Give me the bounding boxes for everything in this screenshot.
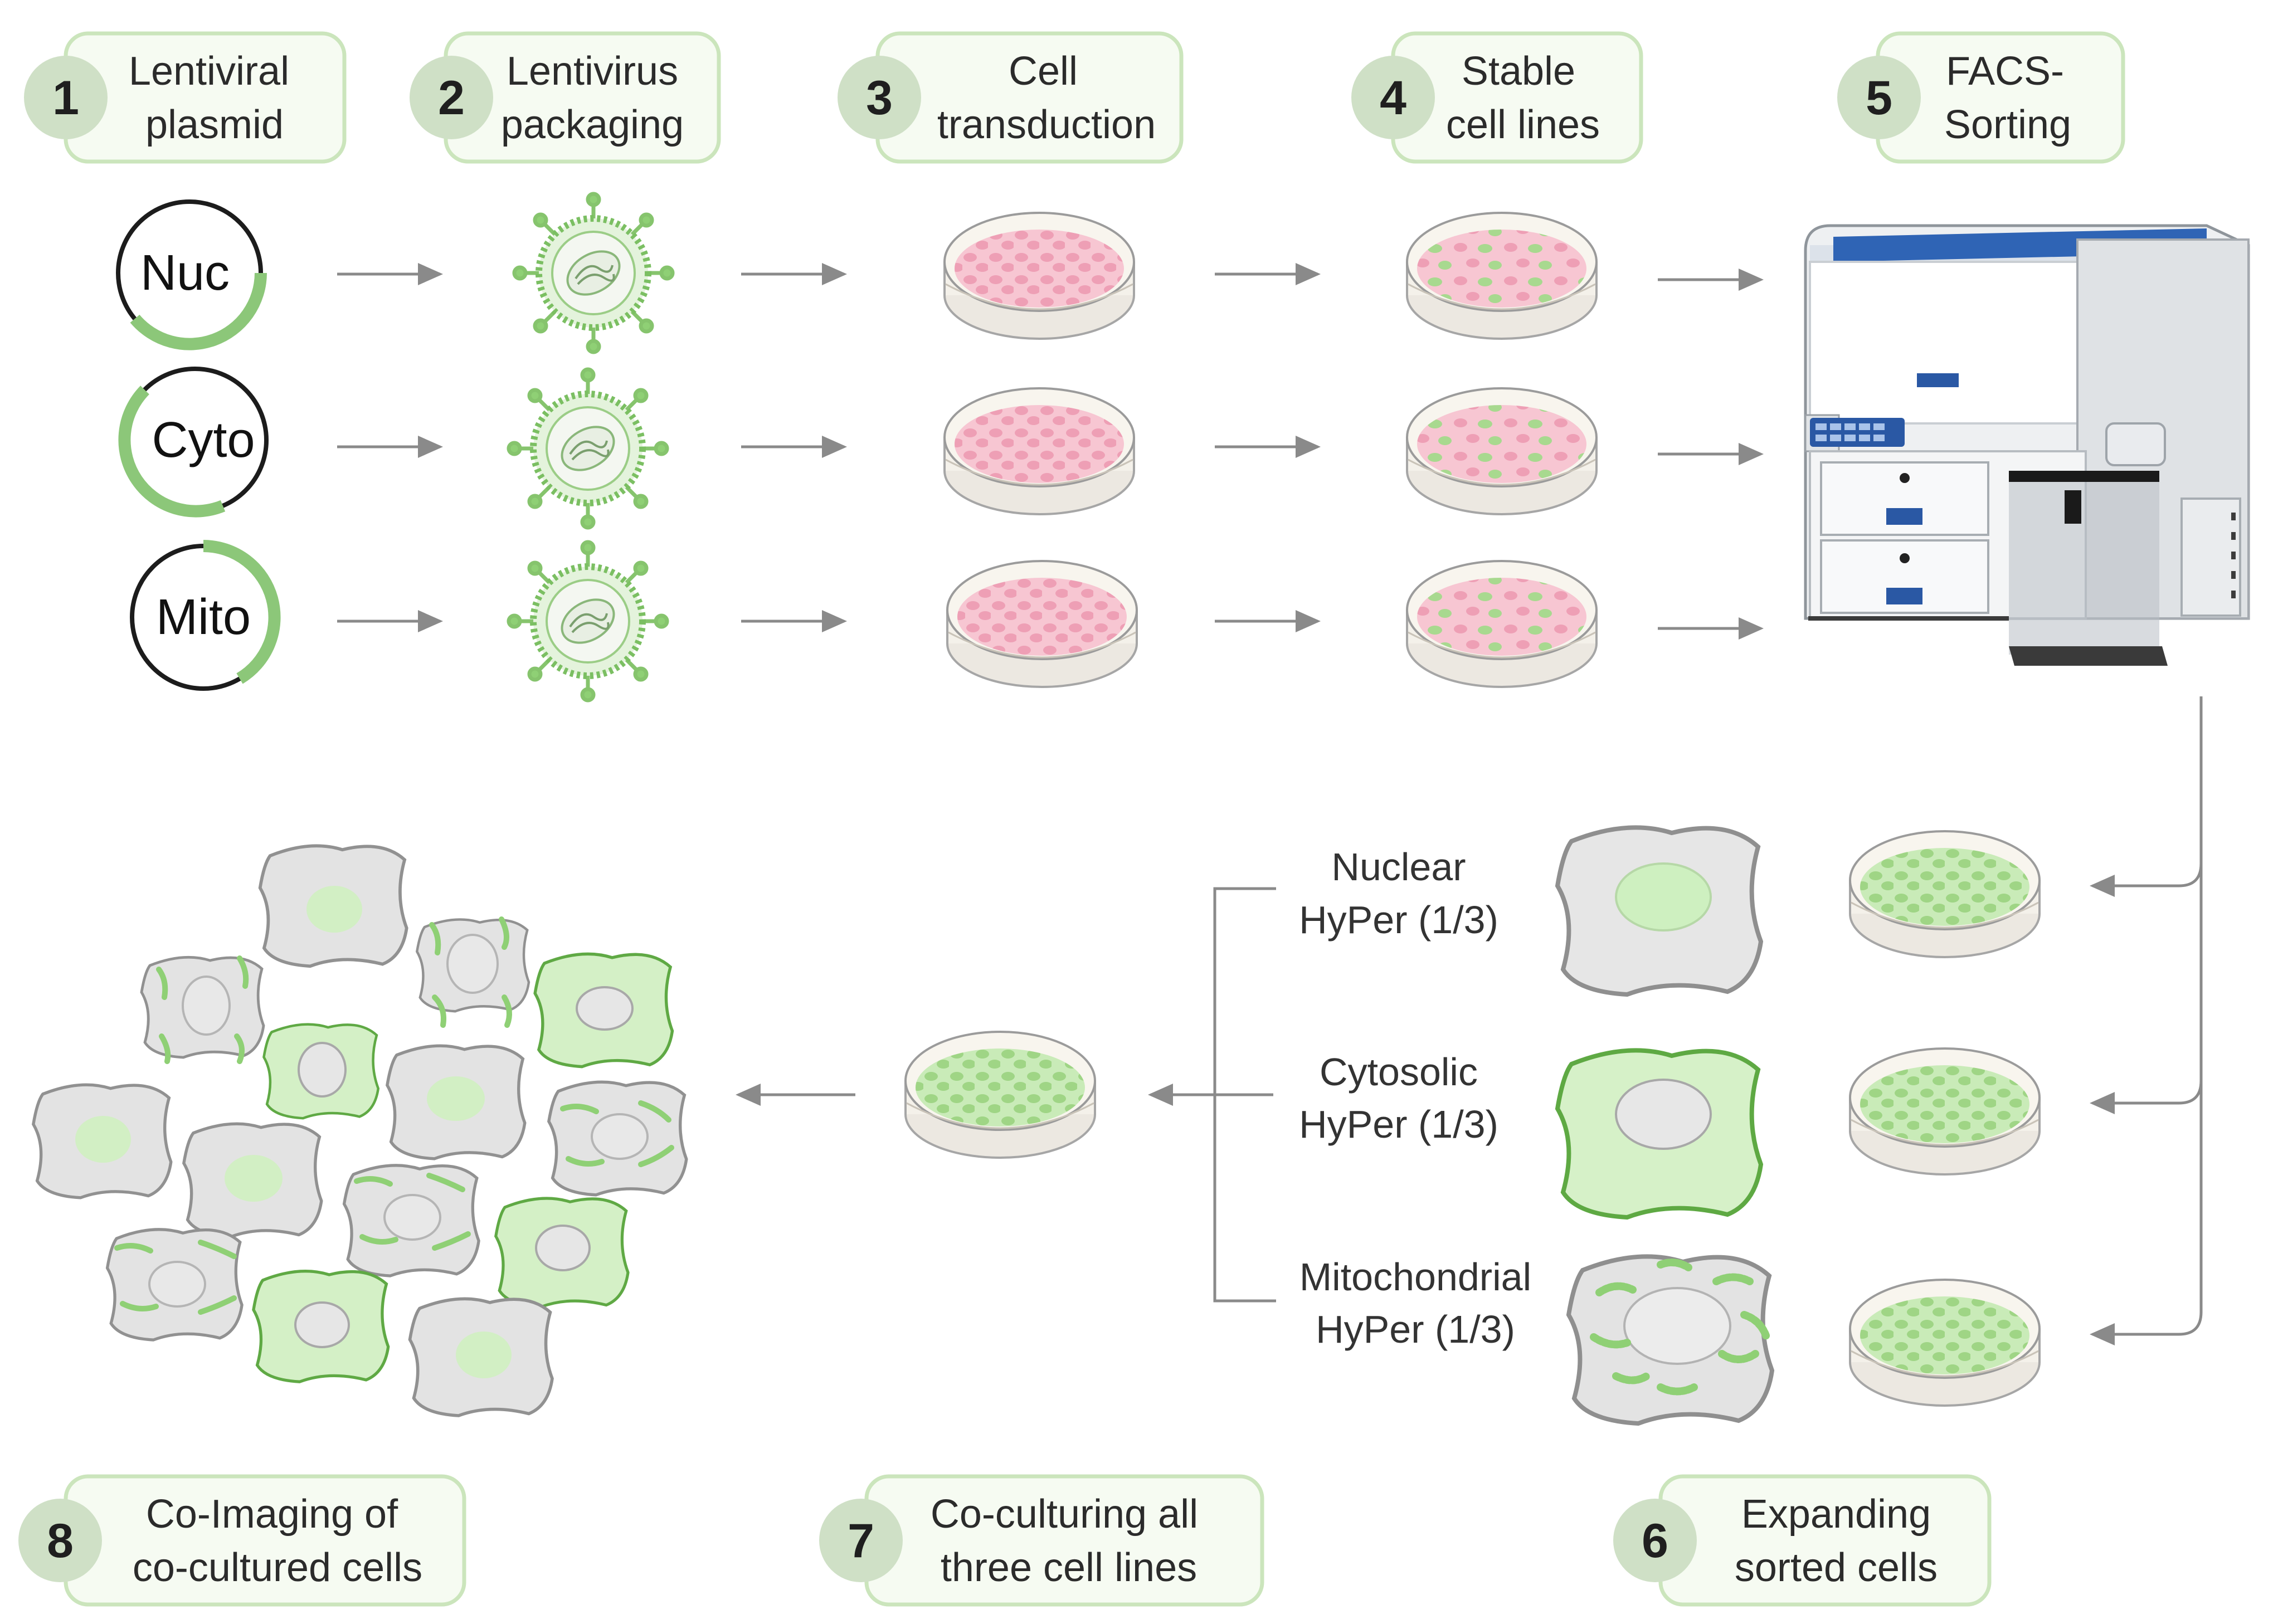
step-title-line1: Co-Imaging of <box>146 1492 398 1537</box>
lentivirus-icon <box>509 542 667 700</box>
cytosolic-hyper-cell <box>1557 1050 1761 1217</box>
petri-dish-icon <box>904 1031 1096 1159</box>
step-number: 1 <box>52 71 79 125</box>
petri-dish-icon <box>943 387 1135 515</box>
hyper-label-line1: Mitochondrial <box>1299 1255 1531 1299</box>
step-number: 5 <box>1866 71 1892 125</box>
plasmid-label: Cyto <box>152 412 255 468</box>
petri-dish-icon <box>1406 212 1598 340</box>
hyper-label-line1: Cytosolic <box>1320 1050 1478 1094</box>
step-title-line2: packaging <box>501 103 684 147</box>
step-title-line1: FACS- <box>1946 49 2064 94</box>
hyper-label-line2: HyPer (1/3) <box>1299 1103 1498 1146</box>
step-2: 2 Lentivirus packaging <box>410 31 721 164</box>
step-title-line2: co-cultured cells <box>133 1545 422 1590</box>
petri-dish-icon <box>946 560 1138 688</box>
hyper-label-line1: Nuclear <box>1331 845 1466 889</box>
plasmid-label: Nuc <box>140 245 230 301</box>
step-title-line1: Lentivirus <box>507 49 678 94</box>
step-5: 5 FACS- Sorting <box>1837 31 2125 164</box>
row-arrows <box>337 263 1764 640</box>
step-title-line2: cell lines <box>1446 103 1600 147</box>
co-cultured-cells <box>33 846 687 1416</box>
petri-dish-icon <box>1849 1279 2041 1407</box>
step-number: 2 <box>438 71 465 125</box>
step-1: 1 Lentiviral plasmid <box>24 31 347 164</box>
step-3: 3 Cell transduction <box>838 31 1184 164</box>
mitochondria-markers <box>114 916 674 1315</box>
step-4: 4 Stable cell lines <box>1351 31 1643 164</box>
step-title-line1: Co-culturing all <box>931 1492 1198 1537</box>
lentivirus-icon <box>514 194 673 352</box>
step-number: 8 <box>47 1514 74 1568</box>
lentivirus-icon <box>509 369 667 528</box>
petri-dish-icon <box>1849 830 2041 958</box>
step-8: 8 Co-Imaging of co-cultured cells <box>18 1474 466 1607</box>
plasmid-label: Mito <box>156 589 251 645</box>
step-title-line1: Lentiviral <box>129 49 289 94</box>
petri-dish-icon <box>1406 560 1598 688</box>
step-number: 7 <box>848 1514 874 1568</box>
step-title-line2: plasmid <box>145 103 284 147</box>
step-title-line2: Sorting <box>1944 103 2071 147</box>
nuclear-hyper-cell <box>1557 827 1761 994</box>
step-6: 6 Expanding sorted cells <box>1613 1474 1992 1607</box>
plasmid-cyto: Cyto <box>118 367 269 518</box>
petri-dish-icon <box>1406 387 1598 515</box>
step-number: 6 <box>1642 1514 1668 1568</box>
facs-sorter-icon <box>1804 224 2250 666</box>
mito-hyper-cell <box>1569 1256 1772 1423</box>
step-number: 3 <box>866 71 893 125</box>
sort-branch-lines <box>2090 696 2203 1345</box>
step-title-line2: transduction <box>937 103 1156 147</box>
merge-bracket <box>736 887 1276 1303</box>
step-number: 4 <box>1380 71 1406 125</box>
petri-dish-icon <box>943 212 1135 340</box>
hyper-label-line2: HyPer (1/3) <box>1299 898 1498 942</box>
step-title-line1: Cell <box>1009 49 1078 94</box>
step-title-line2: sorted cells <box>1735 1545 1938 1590</box>
step-title-line1: Expanding <box>1741 1492 1931 1537</box>
step-title-line2: three cell lines <box>941 1545 1197 1590</box>
step-7: 7 Co-culturing all three cell lines <box>819 1474 1264 1607</box>
plasmid-mito: Mito <box>130 540 281 691</box>
petri-dish-icon <box>1849 1047 2041 1176</box>
plasmid-nuc: Nuc <box>116 199 267 350</box>
step-title-line1: Stable <box>1462 49 1575 94</box>
hyper-label-line2: HyPer (1/3) <box>1316 1308 1515 1351</box>
